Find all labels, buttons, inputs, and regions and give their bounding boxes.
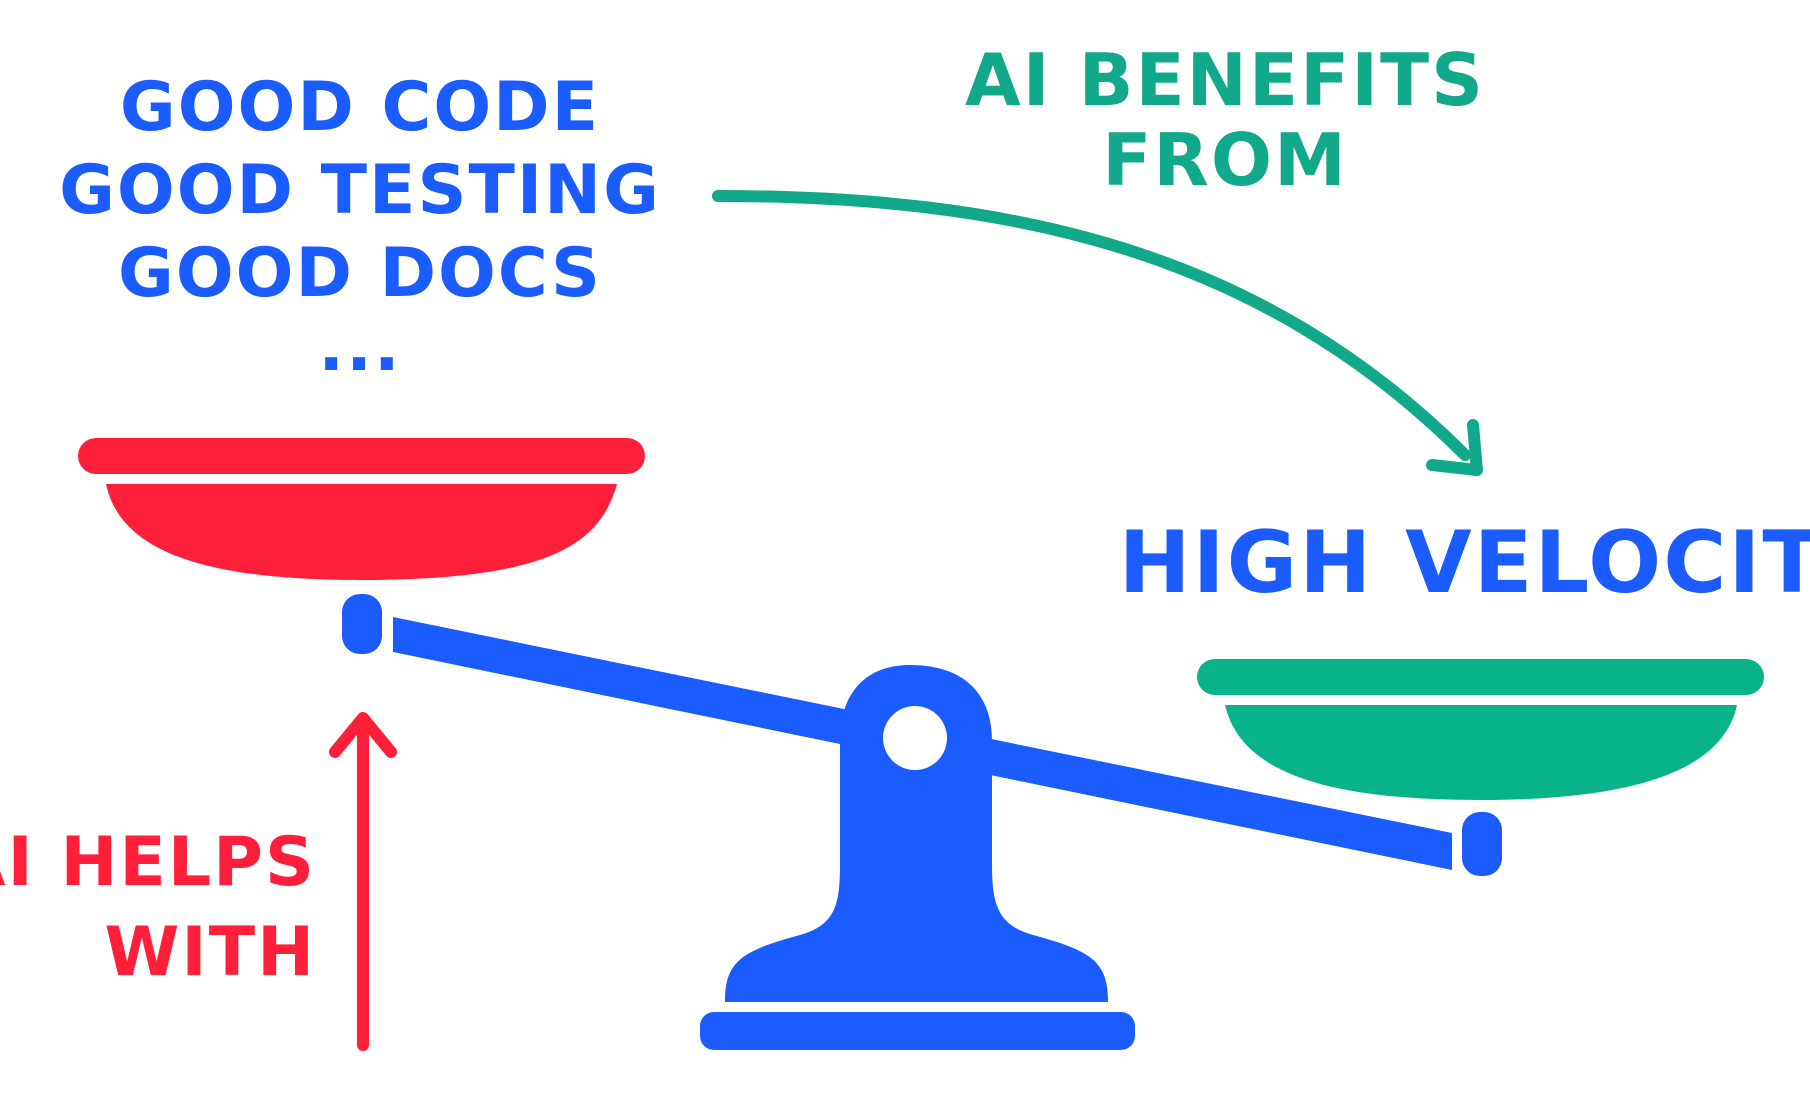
- scale-base: [700, 1012, 1135, 1050]
- ai-helps-line-1: AI HELPS: [0, 823, 316, 902]
- left-pan-line-2: GOOD TESTING: [59, 151, 661, 230]
- ai-benefits-line-1: AI BENEFITS: [965, 38, 1485, 122]
- left-pan-text: GOOD CODE GOOD TESTING GOOD DOCS ...: [59, 68, 661, 387]
- right-pan-rim: [1197, 659, 1764, 695]
- balance-scale-icon: [78, 438, 1764, 1050]
- right-pan-bowl: [1225, 705, 1737, 800]
- ai-helps-label: AI HELPS WITH: [0, 823, 316, 992]
- ai-benefits-label: AI BENEFITS FROM: [965, 38, 1485, 202]
- left-pan-line-3: GOOD DOCS: [118, 234, 602, 313]
- left-pan-line-1: GOOD CODE: [120, 68, 600, 147]
- curved-arrow-icon: [712, 190, 1483, 476]
- ai-helps-line-2: WITH: [104, 913, 316, 992]
- left-pan-bowl: [106, 484, 617, 580]
- scale-pillar: [725, 665, 1108, 1002]
- scale-pivot: [883, 706, 947, 770]
- up-arrow-icon: [329, 712, 397, 1051]
- right-pan-hanger: [1462, 812, 1502, 876]
- left-pan-hanger: [342, 594, 382, 654]
- left-pan-rim: [78, 438, 645, 474]
- left-pan-line-4: ...: [318, 308, 402, 387]
- ai-benefits-line-2: FROM: [1102, 118, 1347, 202]
- right-pan-label: HIGH VELOCITY: [1119, 513, 1810, 613]
